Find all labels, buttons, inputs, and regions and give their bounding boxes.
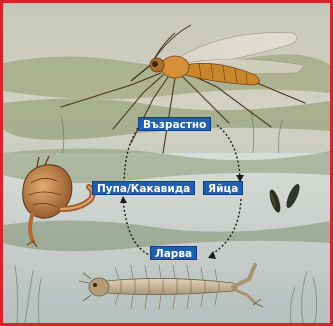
stage-label-adult: Възрастно [138, 117, 211, 131]
stage-label-pupa: Пупа/Какавида [92, 181, 195, 195]
background [3, 3, 330, 323]
diagram-canvas [3, 3, 330, 323]
stage-label-larva: Ларва [150, 246, 197, 260]
stage-label-eggs: Яйца [203, 181, 243, 195]
